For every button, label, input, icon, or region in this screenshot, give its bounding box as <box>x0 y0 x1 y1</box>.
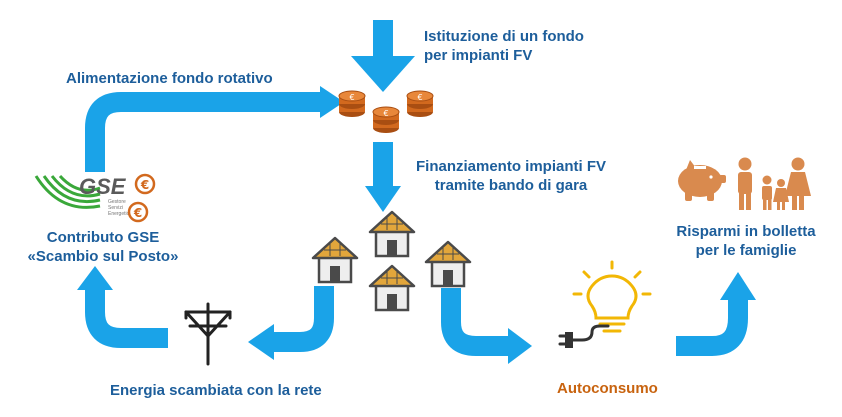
label-financing: Finanziamento impianti FV tramite bando … <box>400 157 622 195</box>
label-gse-contribution-line1: Contributo GSE <box>46 229 160 246</box>
label-savings-line2: per le famiglie <box>695 242 797 259</box>
gse-logo-text: GSE <box>79 174 127 199</box>
label-fund-setup: Istituzione di un fondo per impianti FV <box>424 27 584 65</box>
arrow-to-savings <box>676 298 748 356</box>
label-fund-setup-line2: per impianti FV <box>424 47 533 64</box>
label-fund-feed: Alimentazione fondo rotativo <box>66 69 273 88</box>
light-bulb-icon <box>572 260 652 333</box>
power-pylon-icon <box>184 302 232 366</box>
electric-plug-icon <box>558 324 610 348</box>
label-financing-line1: Finanziamento impianti FV <box>415 158 606 175</box>
arrow-grid-to-gse-head <box>77 266 113 290</box>
gse-logo-sub-3: Energetici <box>108 211 130 217</box>
gse-logo-sub-2: Servizi <box>108 205 123 211</box>
arrow-to-self <box>441 288 510 356</box>
arrow-to-savings-head <box>720 272 756 300</box>
arrow-to-grid <box>272 286 334 352</box>
label-grid-exchange: Energia scambiata con la rete <box>110 381 322 400</box>
label-gse-contribution: Contributo GSE «Scambio sul Posto» <box>10 228 196 266</box>
label-fund-feed-text: Alimentazione fondo rotativo <box>66 70 273 87</box>
gse-logo: GSE Gestore Servizi Energetici <box>34 174 130 217</box>
arrow-grid-to-gse <box>85 288 168 348</box>
label-savings-line1: Risparmi in bolletta <box>676 223 816 240</box>
euro-icon-symbol-1: € <box>140 178 149 192</box>
arrow-to-grid-head <box>248 324 274 360</box>
label-self-consumption: Autoconsumo <box>557 379 658 398</box>
arrow-to-self-head <box>508 328 532 364</box>
label-grid-exchange-text: Energia scambiata con la rete <box>110 382 322 399</box>
arrow-feed-loop <box>85 92 322 172</box>
euro-icon: € € <box>127 173 156 223</box>
family-icon <box>738 157 811 210</box>
euro-coins-icon <box>338 90 434 134</box>
arrow-financing-down-head <box>365 186 401 212</box>
label-fund-setup-line1: Istituzione di un fondo <box>424 28 584 45</box>
label-self-consumption-text: Autoconsumo <box>557 380 658 397</box>
label-savings: Risparmi in bolletta per le famiglie <box>656 222 836 260</box>
arrow-top-down-head <box>351 56 415 92</box>
label-gse-contribution-line2: «Scambio sul Posto» <box>27 248 179 265</box>
arrow-feed-loop-head <box>320 86 344 118</box>
gse-logo-sub-1: Gestore <box>108 199 126 205</box>
piggy-bank-icon <box>678 160 726 201</box>
label-financing-line2: tramite bando di gara <box>434 177 588 194</box>
euro-icon-symbol-2: € <box>133 206 142 220</box>
